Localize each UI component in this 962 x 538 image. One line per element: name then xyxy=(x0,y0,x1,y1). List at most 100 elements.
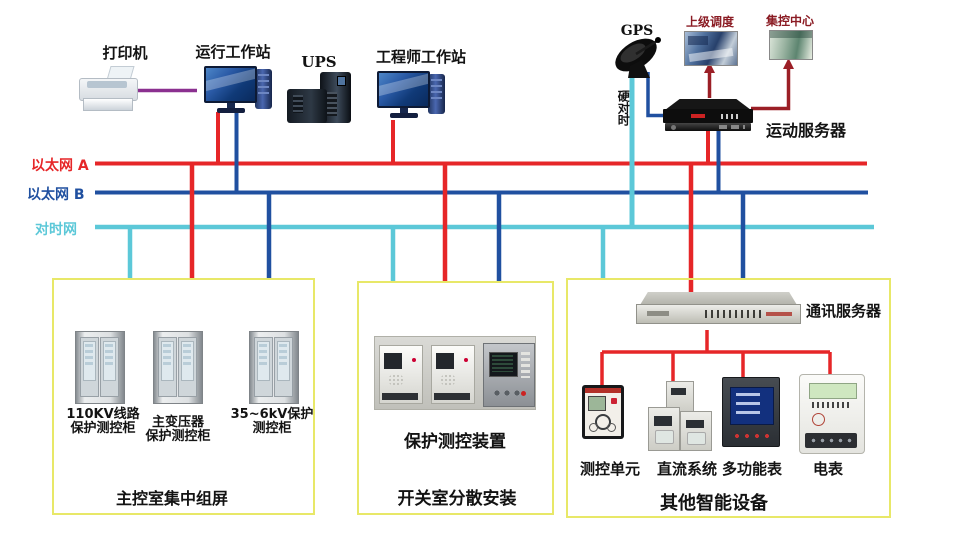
device-led xyxy=(521,391,526,396)
protection-device-2 xyxy=(431,345,475,404)
dc-system-image xyxy=(648,381,712,451)
server-red-badge xyxy=(691,114,705,118)
monitor xyxy=(377,71,430,108)
device-led xyxy=(464,358,468,362)
multifunction-meter-image xyxy=(722,377,780,447)
other-devices-title: 其他智能设备 xyxy=(660,493,768,514)
multifunction-meter-label: 多功能表 xyxy=(721,460,783,478)
device-buttons xyxy=(492,388,522,398)
control-center-label: 集控中心 xyxy=(765,14,815,28)
cabinet-110kv-image xyxy=(75,331,125,404)
meter-face xyxy=(655,429,674,445)
protection-devices-image xyxy=(374,336,536,410)
monitor-screen xyxy=(379,73,428,106)
engineer-workstation-image xyxy=(377,71,445,119)
dc-meter-3 xyxy=(680,411,712,451)
superior-dispatch-photo xyxy=(684,31,738,66)
protection-device-label: 保护测控装置 xyxy=(404,432,506,452)
device-button xyxy=(611,398,617,404)
monitor-base xyxy=(390,113,418,118)
cabinet-window xyxy=(83,341,96,381)
meter-barcode xyxy=(812,402,852,408)
dc-system-label: 直流系统 xyxy=(656,460,718,478)
cabinet-35-6kv-label: 35~6kV保护 测控柜 xyxy=(230,407,314,437)
meter-window xyxy=(685,419,704,428)
cabinet-window xyxy=(103,341,116,381)
cabinet-label-line2: 保护测控柜 xyxy=(145,429,211,445)
device-screen xyxy=(489,352,518,377)
computer-tower xyxy=(255,69,272,109)
comm-server-image xyxy=(636,292,801,330)
cabinet-window xyxy=(257,341,270,381)
monitor-neck xyxy=(227,103,235,108)
meter-terminals xyxy=(805,433,857,448)
cabinet-label-line1: 110KV线路 xyxy=(66,407,140,422)
cabinet-door xyxy=(158,337,177,397)
ups-front-unit xyxy=(287,89,327,123)
cabinet-label-line1: 主变压器 xyxy=(151,415,205,430)
superior-dispatch-label: 上级调度 xyxy=(685,15,735,29)
monitor-neck xyxy=(400,108,408,113)
cabinet-door xyxy=(274,337,293,397)
device-screen xyxy=(436,353,454,369)
measure-unit-image xyxy=(582,385,624,439)
hard-time-sync-label: 硬对时 xyxy=(616,90,631,126)
printer-image xyxy=(78,66,138,112)
printer-tray xyxy=(83,98,133,111)
main-control-room-panel xyxy=(52,278,315,515)
device-panel xyxy=(585,388,621,436)
telecontrol-server-image xyxy=(663,97,753,134)
gps-feed xyxy=(655,37,661,43)
dc-meter-2 xyxy=(648,407,680,451)
cabinet-label-line1: 35~6kV保护 xyxy=(230,407,314,422)
gps-label: GPS xyxy=(620,23,654,39)
cabinet-transformer-label: 主变压器 保护测控柜 xyxy=(145,415,211,445)
gps-feed-arm xyxy=(635,39,658,56)
device-grill xyxy=(440,374,456,386)
operator-ws-label: 运行工作站 xyxy=(195,43,271,61)
comm-server-logo xyxy=(766,312,792,316)
gps-server-link xyxy=(646,72,667,118)
device-knob xyxy=(607,423,616,432)
server-leds xyxy=(721,114,739,119)
protection-device-1 xyxy=(379,345,423,404)
monitor-screen xyxy=(206,68,255,101)
comm-server-label: 通讯服务器 xyxy=(806,302,882,320)
ethernet-b-label: 以太网 B xyxy=(27,187,85,203)
gps-dish-inner xyxy=(620,43,646,63)
gps-stand xyxy=(628,60,650,78)
device-header xyxy=(585,388,621,393)
printer-lid xyxy=(87,81,127,88)
gps-dish-image xyxy=(615,37,661,78)
measure-unit-label: 测控单元 xyxy=(579,460,641,478)
meter-lcd xyxy=(809,383,857,399)
protection-device-3 xyxy=(483,343,535,407)
telecontrol-server-label: 运动服务器 xyxy=(766,121,847,140)
meter-buttons xyxy=(732,432,772,440)
comm-server-ports xyxy=(705,310,763,318)
comm-server-top xyxy=(640,292,797,305)
meter-logo xyxy=(812,413,825,426)
server-front-panel xyxy=(665,123,751,131)
cabinet-window xyxy=(161,341,174,381)
comm-server-body xyxy=(636,304,801,324)
switch-room-panel xyxy=(357,281,554,515)
cabinet-transformer-image xyxy=(153,331,203,404)
device-knob xyxy=(589,423,598,432)
dispatch-uplink-arrowhead xyxy=(704,62,715,73)
monitor xyxy=(204,66,257,103)
cabinet-window xyxy=(181,341,194,381)
device-dial xyxy=(595,414,611,430)
cabinet-label-line2: 测控柜 xyxy=(252,421,292,437)
control-center-uplink-line xyxy=(751,67,791,111)
device-base xyxy=(434,393,470,400)
switch-room-title: 开关室分散安装 xyxy=(397,489,517,509)
cabinet-door xyxy=(100,337,119,397)
energy-meter-label: 电表 xyxy=(812,460,844,478)
cabinet-door xyxy=(178,337,197,397)
device-base xyxy=(382,393,418,400)
server-top xyxy=(665,99,751,110)
device-grill xyxy=(388,374,404,386)
cabinet-35-6kv-image xyxy=(249,331,299,404)
